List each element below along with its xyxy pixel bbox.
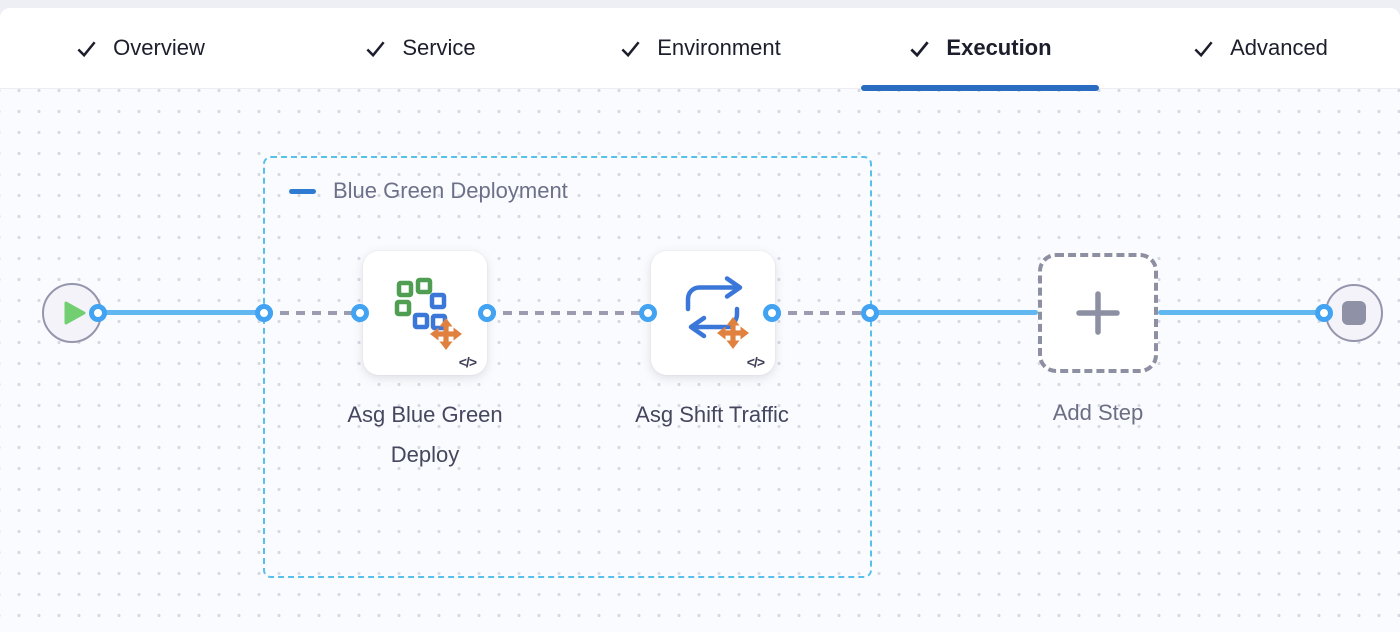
- stop-icon: [1342, 301, 1366, 325]
- connector-line-dashed: [772, 311, 870, 315]
- move-arrows-icon: [430, 318, 462, 350]
- tab-execution[interactable]: Execution: [840, 8, 1120, 88]
- execution-editor-panel: Overview Service Environment Execution A…: [0, 8, 1400, 632]
- group-title: Blue Green Deployment: [333, 178, 568, 203]
- port-step1-out[interactable]: [478, 304, 496, 322]
- pipeline-canvas[interactable]: Blue Green Deployment: [0, 89, 1400, 632]
- add-step-button[interactable]: [1038, 253, 1158, 373]
- connector-line-dashed: [487, 311, 648, 315]
- port-start-out[interactable]: [89, 304, 107, 322]
- asg-shift-traffic-icon: [685, 276, 749, 349]
- end-node: [1325, 284, 1383, 342]
- play-icon: [64, 301, 85, 325]
- port-step2-in[interactable]: [639, 304, 657, 322]
- tab-label: Service: [402, 35, 476, 60]
- tab-label: Advanced: [1230, 35, 1328, 60]
- tab-label: Execution: [946, 35, 1052, 60]
- tab-label: Overview: [113, 35, 205, 60]
- step-label-asg-shift-traffic: Asg Shift Traffic: [635, 402, 789, 427]
- code-icon: </>: [458, 354, 477, 370]
- port-step2-out[interactable]: [763, 304, 781, 322]
- check-icon: [366, 40, 385, 57]
- group-header: Blue Green Deployment: [289, 178, 568, 204]
- stage-tabs: Overview Service Environment Execution A…: [0, 8, 1400, 89]
- tab-service[interactable]: Service: [280, 8, 560, 88]
- connector-line: [1158, 310, 1317, 315]
- check-icon: [910, 40, 930, 57]
- check-icon: [1194, 40, 1213, 57]
- step-node-asg-blue-green-deploy[interactable]: </>: [363, 251, 487, 375]
- code-icon: </>: [746, 354, 765, 370]
- tab-environment[interactable]: Environment: [560, 8, 840, 88]
- plus-icon: [1076, 291, 1120, 335]
- tab-advanced[interactable]: Advanced: [1120, 8, 1400, 88]
- tab-overview[interactable]: Overview: [0, 8, 280, 88]
- add-step-label: Add Step: [1052, 400, 1144, 425]
- port-step1-in[interactable]: [351, 304, 369, 322]
- port-end-in[interactable]: [1315, 304, 1333, 322]
- check-icon: [77, 40, 96, 57]
- step-group-blue-green-deployment: Blue Green Deployment: [263, 156, 872, 578]
- asg-blue-green-deploy-icon: [394, 277, 462, 350]
- step-node-asg-shift-traffic[interactable]: </>: [651, 251, 775, 375]
- connector-line-dashed: [264, 311, 360, 315]
- tab-label: Environment: [657, 35, 781, 60]
- port-group-in[interactable]: [255, 304, 273, 322]
- connector-line: [870, 310, 1038, 315]
- port-group-out[interactable]: [861, 304, 879, 322]
- minus-icon[interactable]: [289, 188, 316, 194]
- step-label-asg-blue-green-deploy: Asg Blue Green Deploy: [347, 402, 503, 467]
- connector-line: [98, 310, 264, 315]
- move-arrows-icon: [717, 317, 749, 349]
- check-icon: [621, 40, 640, 57]
